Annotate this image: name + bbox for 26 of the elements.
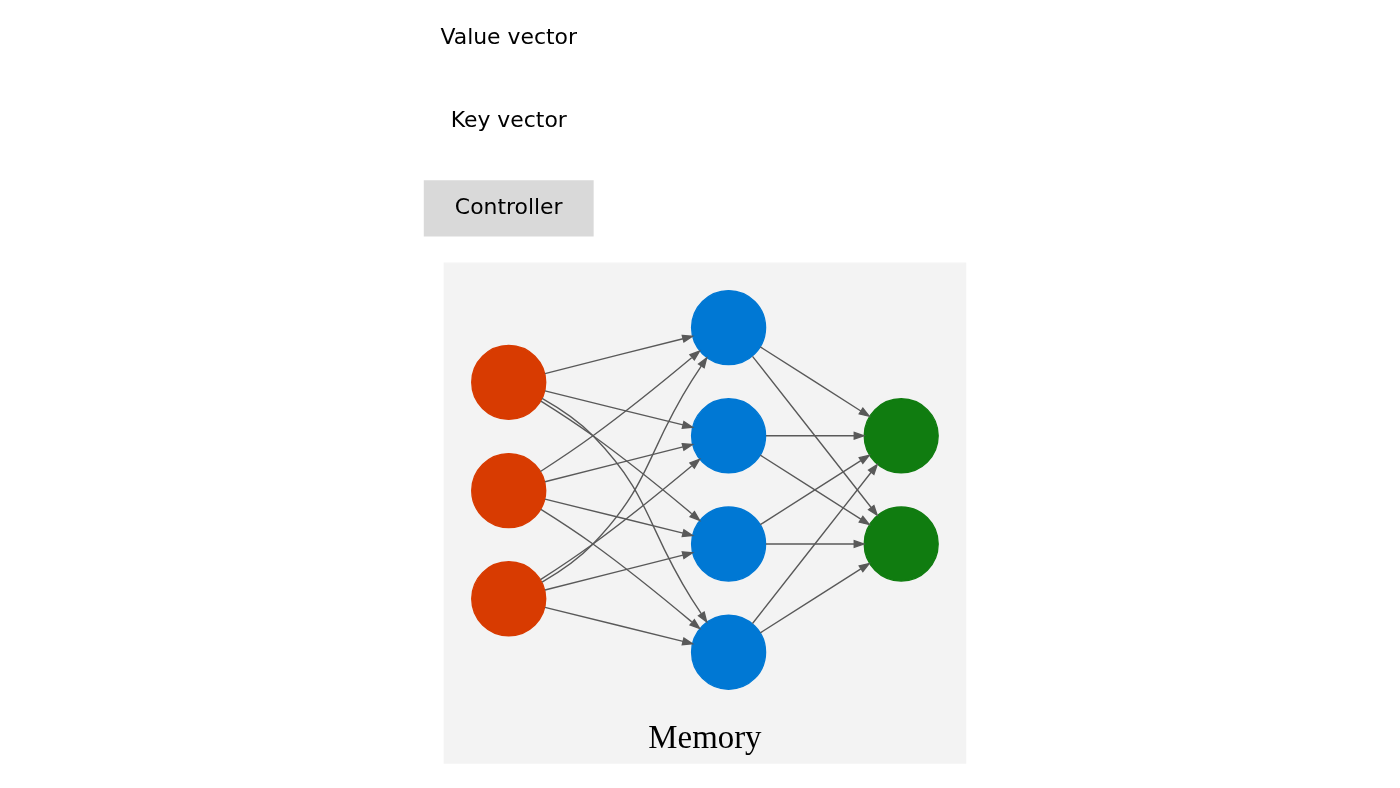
arrow [543, 606, 694, 646]
label: Value vector [439, 23, 577, 49]
arrow [539, 349, 701, 473]
arrow [543, 551, 694, 591]
arrow [543, 498, 694, 538]
node-box: Controller [423, 180, 594, 237]
node-circle [470, 452, 546, 529]
arrow [539, 458, 701, 581]
arrow [764, 539, 866, 549]
node-circle [470, 344, 546, 421]
arrow [539, 508, 701, 630]
arrow [759, 346, 871, 418]
arrow [759, 454, 871, 526]
arrow [543, 390, 694, 429]
node-circle [470, 561, 546, 637]
arrow [751, 355, 878, 517]
arrow [539, 400, 701, 522]
arrow [543, 442, 694, 483]
label: Key vector [450, 107, 567, 133]
arrow [540, 397, 708, 624]
arrow [751, 463, 878, 625]
arrow [759, 562, 871, 634]
arrow [540, 356, 708, 583]
arrow [764, 431, 866, 441]
cluster: Memory [443, 262, 966, 764]
arrow [543, 334, 694, 375]
